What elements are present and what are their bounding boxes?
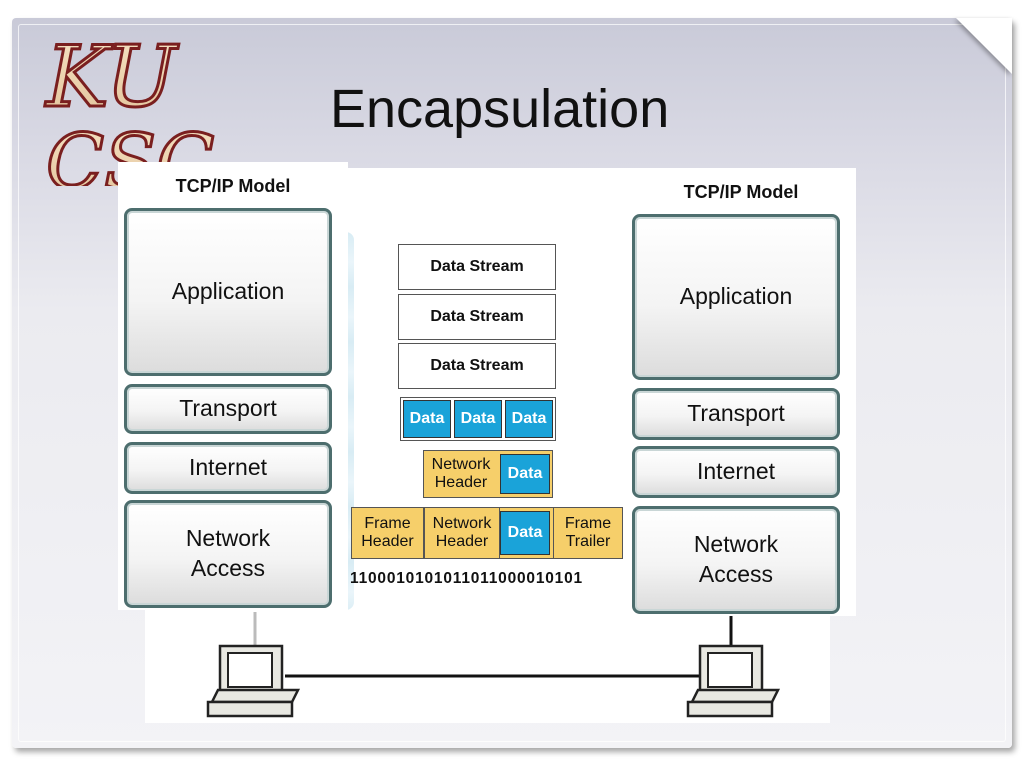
layer-label: Internet: [189, 454, 267, 481]
frame-header-label: Frame Header: [361, 514, 414, 550]
data-stream-presentation: Data Stream: [398, 294, 556, 340]
packet-network-header: Network Header: [423, 450, 499, 498]
stack-title: TCP/IP Model: [683, 182, 799, 202]
packet-data: Data: [500, 454, 550, 494]
layer-application: Application: [632, 214, 840, 380]
bit-stream: 1100010101011011000010101: [350, 570, 583, 587]
layer-network-access: Network Access: [632, 506, 840, 614]
frame-data: Data: [500, 511, 550, 555]
segment-data: Data: [505, 400, 553, 438]
right-tcpip-stack: TCP/IP Model Application Transport Inter…: [626, 168, 856, 616]
frame-header: Frame Header: [351, 507, 424, 559]
left-tcpip-stack: TCP/IP Model Application Transport Inter…: [118, 162, 348, 610]
data-stream-application: Data Stream: [398, 244, 556, 290]
layer-application: Application: [124, 208, 332, 376]
layer-network-access: Network Access: [124, 500, 332, 608]
frame-network-header: Network Header: [424, 507, 500, 559]
layer-internet: Internet: [632, 446, 840, 498]
segment-data: Data: [403, 400, 451, 438]
segment-data: Data: [454, 400, 502, 438]
svg-text:KU: KU: [44, 28, 180, 126]
layer-label: Transport: [687, 400, 785, 427]
stack-title: TCP/IP Model: [175, 176, 291, 196]
layer-internet: Internet: [124, 442, 332, 494]
layer-label: Network Access: [185, 525, 271, 581]
layer-label: Transport: [179, 395, 277, 422]
frame-trailer-label: Frame Trailer: [564, 514, 612, 550]
layer-label: Application: [171, 278, 285, 305]
slide-title: Encapsulation: [330, 79, 670, 139]
frame-trailer: Frame Trailer: [553, 507, 623, 559]
layer-label: Application: [679, 283, 793, 310]
layer-transport: Transport: [124, 384, 332, 434]
layer-label: Network Access: [693, 531, 779, 587]
layer-transport: Transport: [632, 388, 840, 440]
header-label: Network Header: [431, 455, 491, 491]
page-corner-fold: [956, 18, 1012, 74]
layer-label: Internet: [697, 458, 775, 485]
ku-csc-logo: KU CSC: [43, 27, 216, 187]
network-header-label: Network Header: [432, 514, 492, 550]
data-stream-session: Data Stream: [398, 343, 556, 389]
